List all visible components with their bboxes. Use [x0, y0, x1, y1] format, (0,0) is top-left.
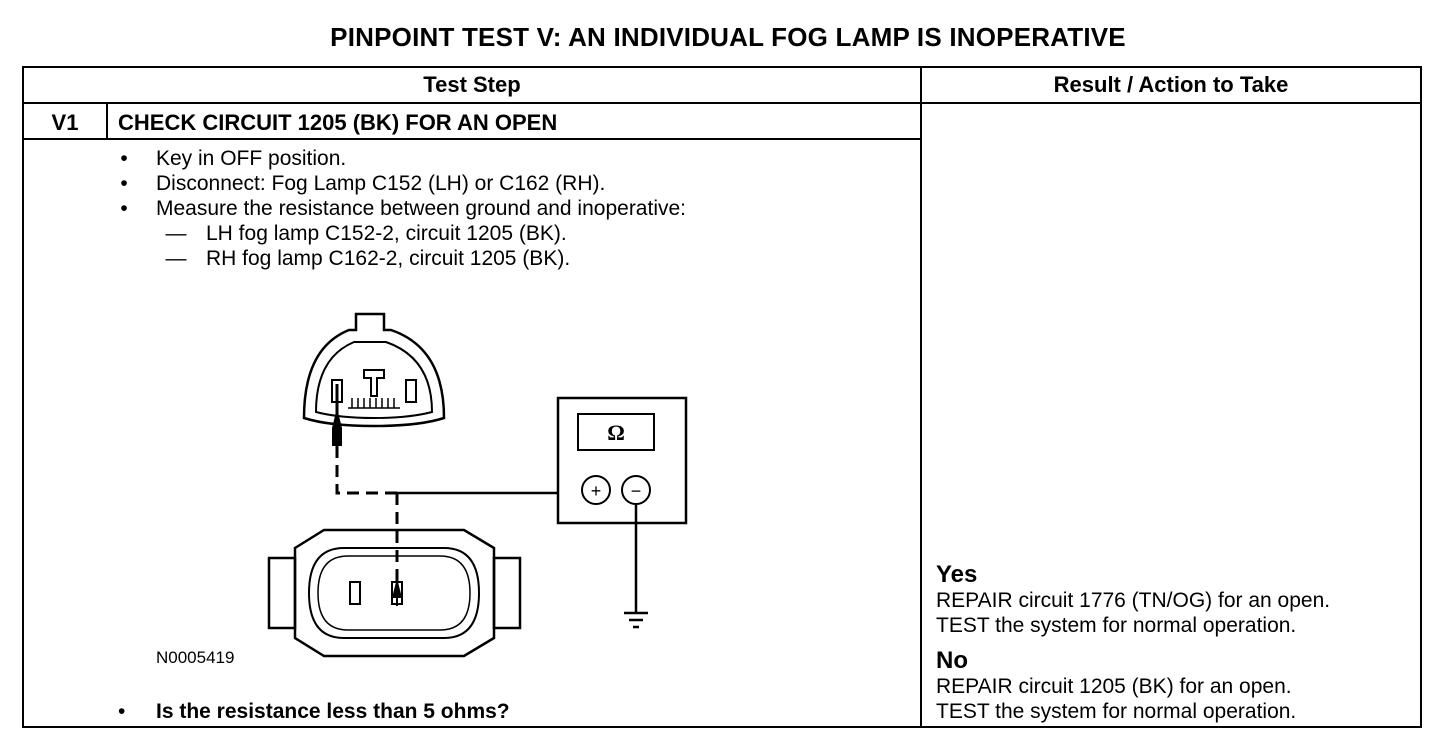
result-yes-label: Yes — [936, 561, 978, 588]
result-no: No REPAIR circuit 1205 (BK) for an open.… — [936, 648, 1296, 724]
instruction-text: Disconnect: Fog Lamp C152 (LH) or C162 (… — [156, 172, 606, 195]
positive-terminal: + — [591, 481, 602, 501]
ground-icon — [624, 611, 648, 629]
step-question: • Is the resistance less than 5 ohms? — [112, 700, 510, 724]
bullet-marker: • — [120, 172, 128, 195]
header-test-step: Test Step — [423, 72, 521, 97]
probe-icon — [392, 578, 402, 606]
probe-icon — [332, 384, 342, 446]
result-yes: Yes REPAIR circuit 1776 (TN/OG) for an o… — [936, 562, 1330, 638]
instruction-text: Key in OFF position. — [156, 147, 347, 170]
sub-instruction-text: RH fog lamp C162-2, circuit 1205 (BK). — [206, 247, 571, 270]
pinpoint-test-table: Test Step Result / Action to Take V1 CHE… — [22, 66, 1422, 728]
figure-id: N0005419 — [156, 648, 235, 667]
bullet-marker: • — [118, 700, 126, 723]
result-no-line: REPAIR circuit 1205 (BK) for an open. — [936, 675, 1292, 698]
bullet-marker: • — [120, 197, 128, 220]
sub-instruction-text: LH fog lamp C152-2, circuit 1205 (BK). — [206, 222, 567, 245]
question-text: Is the resistance less than 5 ohms? — [156, 700, 510, 723]
bullet-marker: • — [120, 147, 128, 170]
result-yes-line: REPAIR circuit 1776 (TN/OG) for an open. — [936, 589, 1331, 612]
step-id-divider — [106, 102, 108, 138]
step-title: CHECK CIRCUIT 1205 (BK) FOR AN OPEN — [118, 110, 558, 135]
header-result-action: Result / Action to Take — [1053, 72, 1289, 97]
header-divider — [24, 102, 1420, 104]
connector-icon — [302, 312, 446, 428]
ohm-symbol: Ω — [607, 420, 625, 445]
instruction-text: Measure the resistance between ground an… — [156, 197, 687, 220]
result-yes-line: TEST the system for normal operation. — [936, 614, 1297, 637]
page-title: PINPOINT TEST V: AN INDIVIDUAL FOG LAMP … — [330, 22, 1126, 52]
ohmmeter-icon: Ω + − — [556, 396, 688, 525]
result-no-label: No — [936, 647, 968, 674]
dash-marker: — — [165, 222, 187, 245]
result-no-line: TEST the system for normal operation. — [936, 700, 1297, 723]
dash-marker: — — [165, 247, 187, 270]
negative-terminal: − — [631, 481, 642, 501]
step-id: V1 — [51, 110, 79, 135]
test-diagram: Ω + − — [267, 312, 688, 658]
step-title-divider — [24, 138, 920, 140]
column-divider — [920, 68, 922, 726]
